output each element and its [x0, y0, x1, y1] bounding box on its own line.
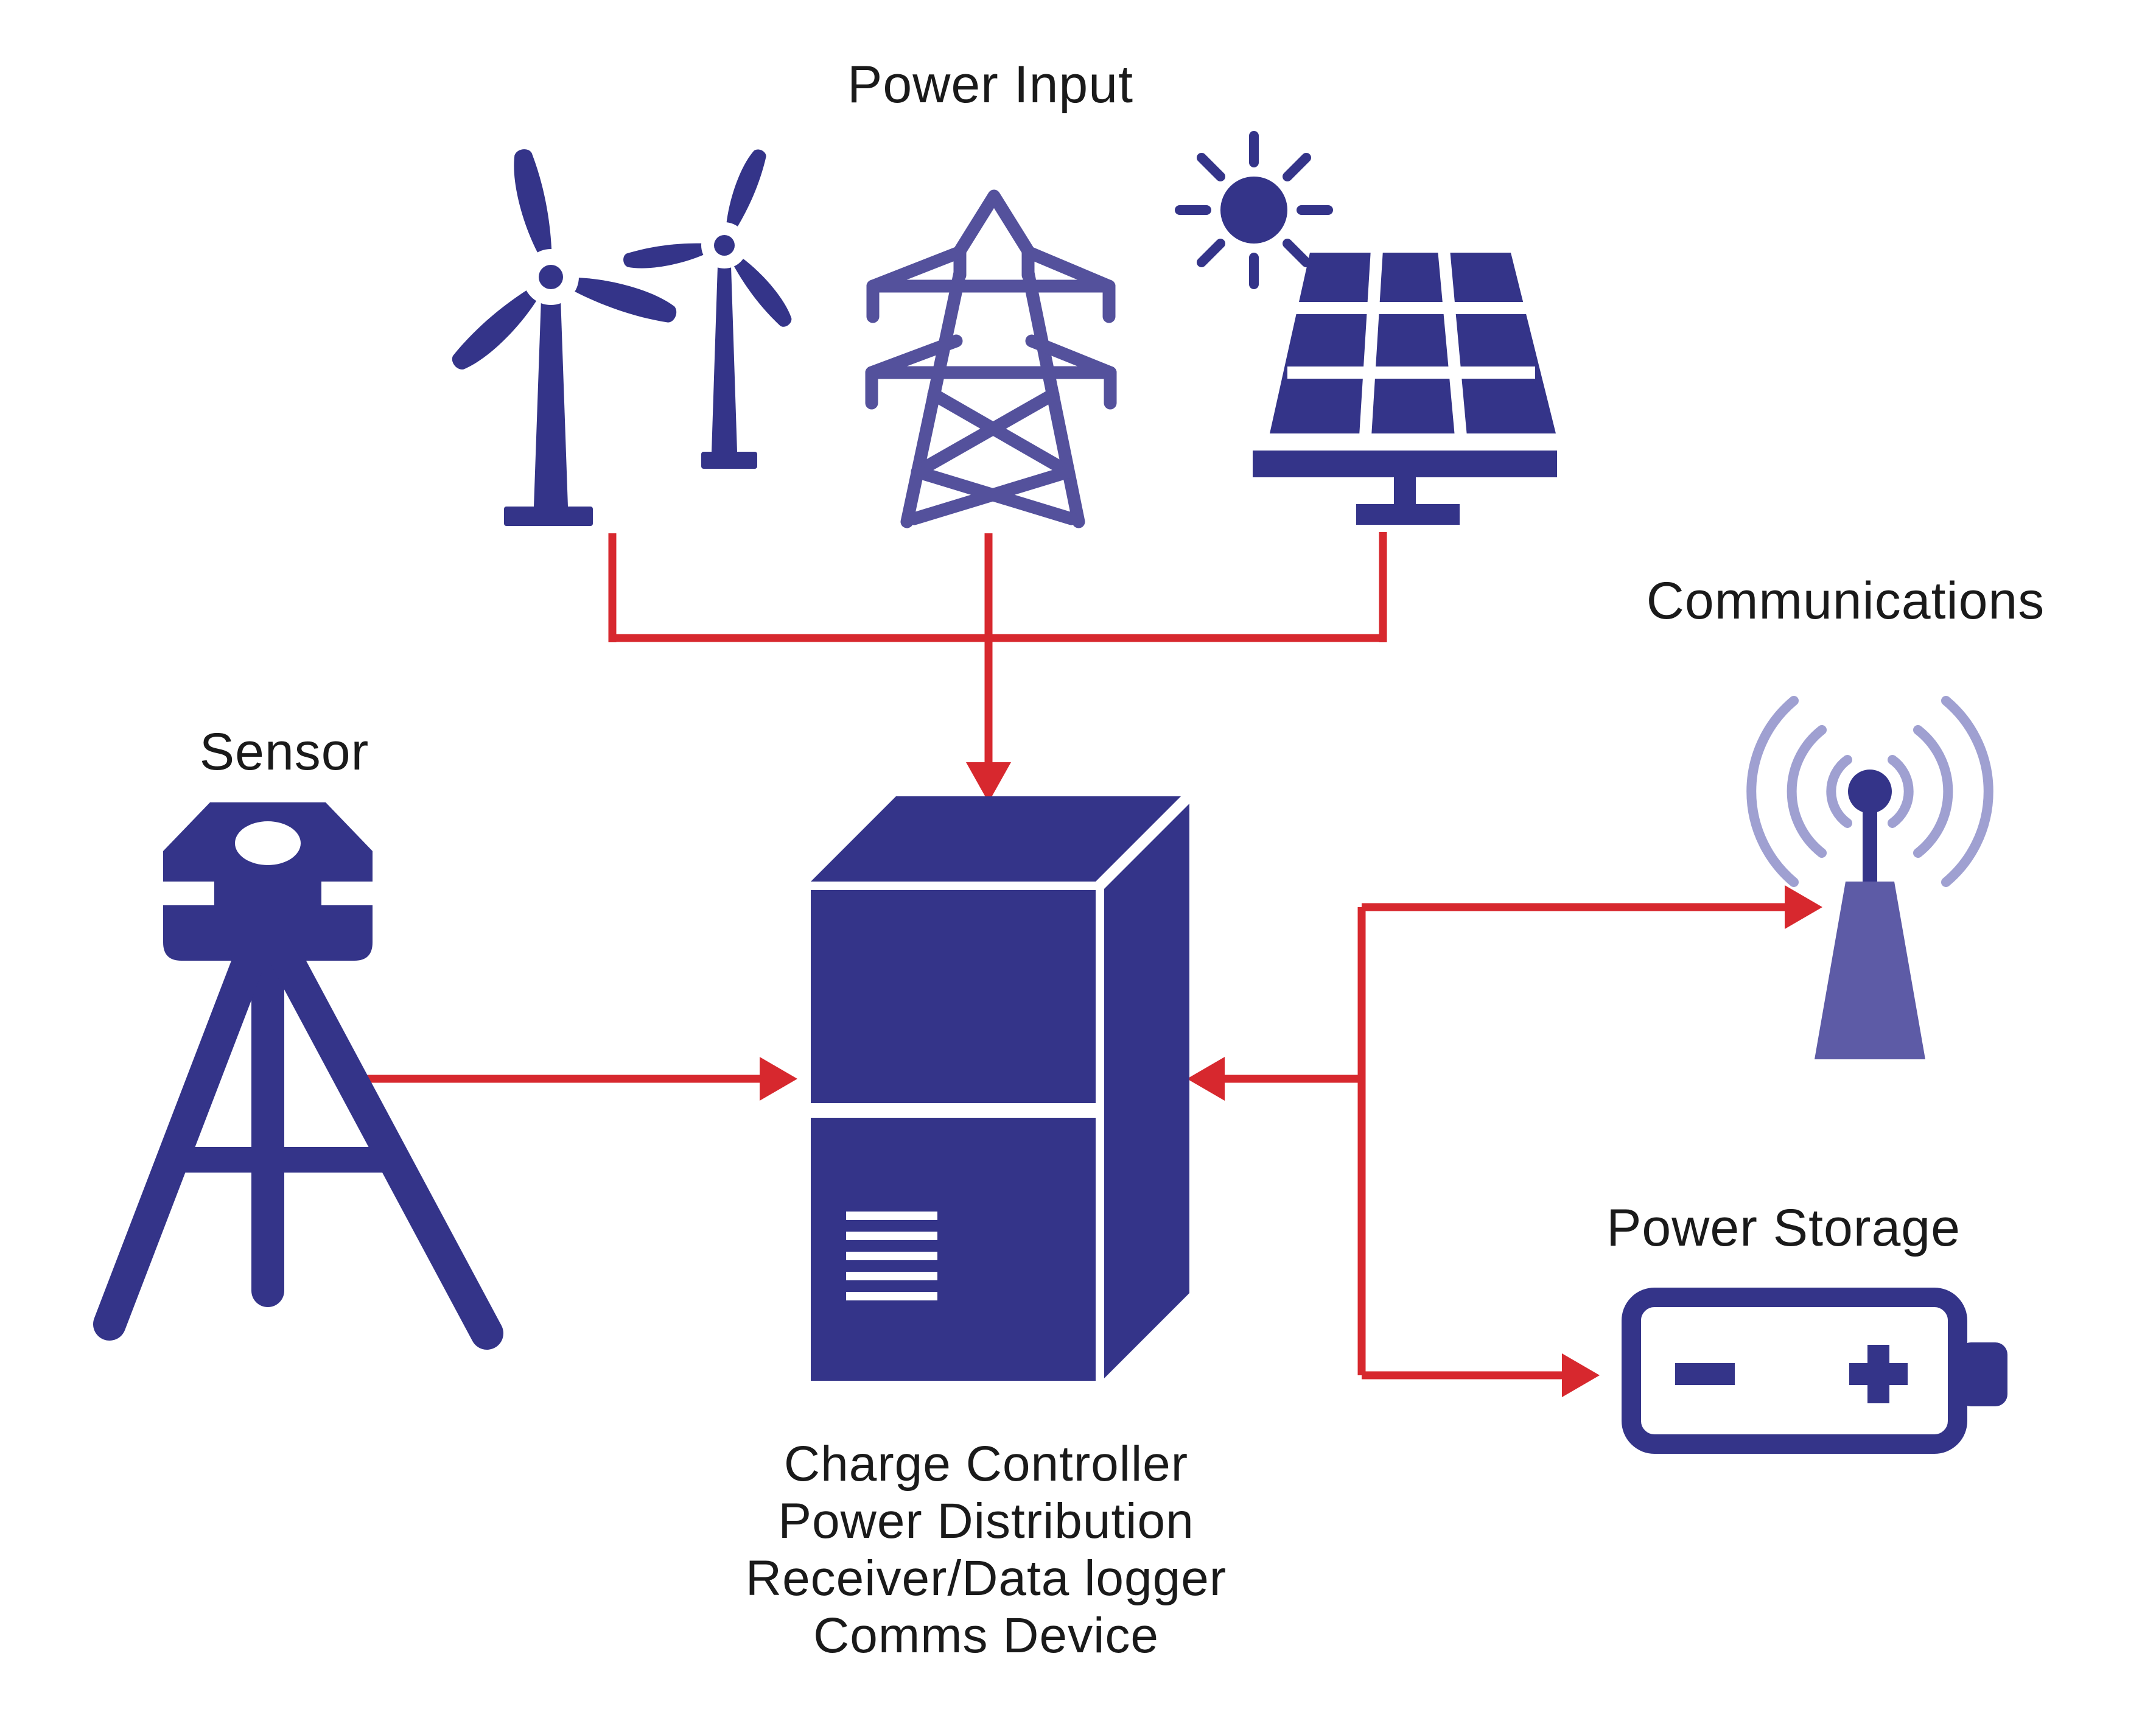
- sensor-tripod-icon: [93, 802, 503, 1350]
- caption-line: Power Distribution: [778, 1493, 1194, 1549]
- charge-controller-box-icon: [811, 796, 1189, 1381]
- battery-negative-mark: [1675, 1363, 1735, 1385]
- controller-caption: Charge Controller Power Distribution Rec…: [746, 1436, 1227, 1663]
- caption-line: Charge Controller: [784, 1436, 1188, 1492]
- caption-line: Receiver/Data logger: [746, 1551, 1227, 1606]
- transmission-tower-icon: [865, 189, 1117, 528]
- sensor-label: Sensor: [200, 723, 369, 781]
- battery-positive-mark: [1849, 1345, 1908, 1403]
- communications-label: Communications: [1647, 572, 2045, 630]
- power-storage-label: Power Storage: [1606, 1199, 1961, 1257]
- wind-turbines-icon: [446, 146, 797, 526]
- arrow-down-into-controller: [966, 762, 1011, 802]
- sun-icon: [1175, 131, 1333, 289]
- power-input-bus: [608, 532, 1387, 802]
- solar-panel-icon: [1253, 249, 1557, 525]
- signal-waves-icon: [1746, 696, 1993, 887]
- arrow-to-controller-side: [1187, 1057, 1225, 1101]
- arrow-to-battery: [1562, 1353, 1600, 1397]
- distribution-bus: [1187, 885, 1822, 1397]
- sensor-arrow: [364, 1057, 797, 1101]
- arrow-to-antenna: [1785, 885, 1822, 929]
- caption-line: Comms Device: [813, 1608, 1159, 1663]
- vent-lines: [846, 1212, 937, 1300]
- antenna-icon: [1746, 696, 1993, 1059]
- power-input-label: Power Input: [847, 55, 1133, 114]
- battery-icon: [1622, 1288, 2007, 1454]
